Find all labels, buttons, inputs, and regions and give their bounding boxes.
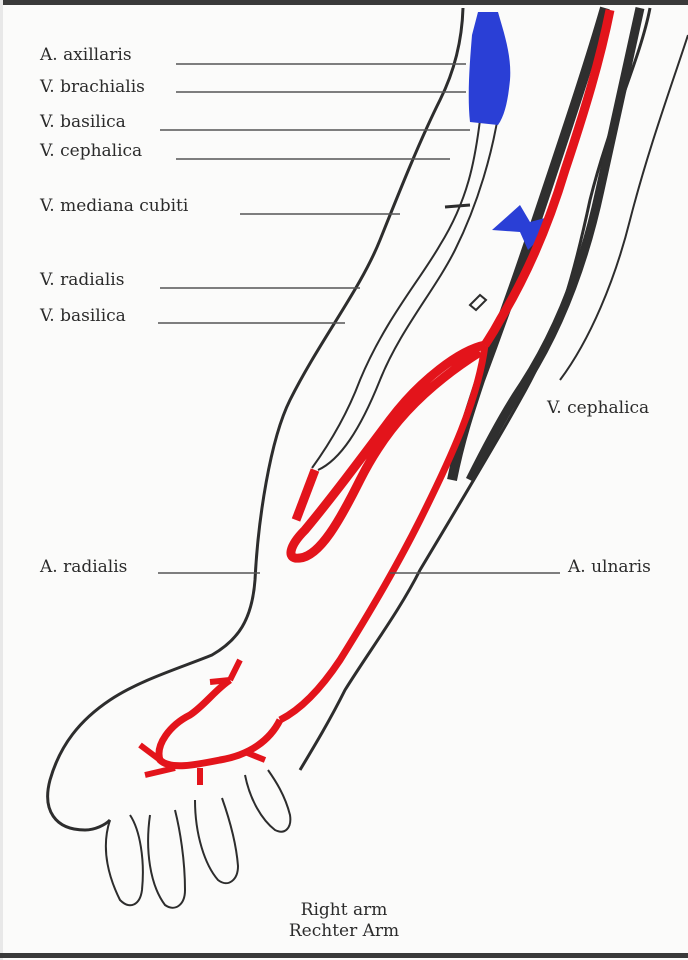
label-basilica-upper: V. basilica (40, 112, 126, 132)
radial-artery-stub (296, 470, 315, 520)
finger-4 (245, 770, 290, 832)
bottom-border (0, 953, 688, 958)
palmar-branch-1 (210, 660, 240, 682)
label-cephalica-left: V. cephalica (40, 141, 142, 161)
finger-1 (106, 815, 143, 905)
label-ulnaris-a: A. ulnaris (568, 557, 651, 577)
axillary-vein-blue (469, 12, 511, 125)
label-basilica-lower: V. basilica (40, 306, 126, 326)
finger-3 (195, 798, 238, 883)
label-radialis-a: A. radialis (40, 557, 127, 577)
label-mediana-cubiti: V. mediana cubiti (40, 196, 188, 216)
caption-german: Rechter Arm (0, 921, 688, 942)
cubital-marker (470, 295, 486, 310)
label-radialis-v: V. radialis (40, 270, 124, 290)
finger-2 (148, 810, 185, 908)
label-cephalica-right: V. cephalica (547, 398, 649, 418)
ulnar-artery (280, 345, 485, 720)
label-axillaris: A. axillaris (40, 45, 132, 65)
palmar-arch (159, 680, 280, 766)
label-brachialis: V. brachialis (40, 77, 145, 97)
caption-english: Right arm (0, 900, 688, 921)
